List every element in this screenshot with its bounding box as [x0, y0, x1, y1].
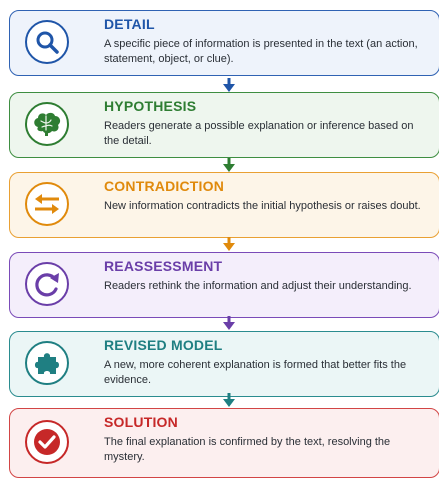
- refresh-icon: [25, 262, 69, 306]
- down-arrow-icon: [223, 158, 235, 172]
- step-description: A new, more coherent explanation is form…: [104, 359, 407, 386]
- down-arrow-icon: [223, 316, 235, 330]
- step-card-contradiction: CONTRADICTION New information contradict…: [9, 172, 439, 238]
- step-title: REVISED MODEL: [104, 337, 223, 353]
- step-card-hypothesis: HYPOTHESIS Readers generate a possible e…: [9, 92, 439, 158]
- step-card-solution: SOLUTION The final explanation is confir…: [9, 408, 439, 478]
- step-title: HYPOTHESIS: [104, 98, 197, 114]
- step-title: DETAIL: [104, 16, 155, 32]
- step-description: Readers rethink the information and adju…: [104, 280, 412, 292]
- step-title: SOLUTION: [104, 414, 178, 430]
- step-description: Readers generate a possible explanation …: [104, 120, 414, 147]
- brain-icon: [25, 102, 69, 146]
- magnifier-icon: [25, 20, 69, 64]
- step-card-revised-model: REVISED MODEL A new, more coherent expla…: [9, 331, 439, 397]
- step-title: CONTRADICTION: [104, 178, 225, 194]
- down-arrow-icon: [223, 393, 235, 407]
- step-title: REASSESSMENT: [104, 258, 223, 274]
- down-arrow-icon: [223, 237, 235, 251]
- swap-arrows-icon: [25, 182, 69, 226]
- step-description: The final explanation is confirmed by th…: [104, 436, 391, 463]
- step-description: New information contradicts the initial …: [104, 200, 421, 212]
- step-description: A specific piece of information is prese…: [104, 38, 418, 65]
- step-card-reassessment: REASSESSMENT Readers rethink the informa…: [9, 252, 439, 318]
- down-arrow-icon: [223, 78, 235, 92]
- step-card-detail: DETAIL A specific piece of information i…: [9, 10, 439, 76]
- checkmark-icon: [25, 420, 69, 464]
- puzzle-piece-icon: [25, 341, 69, 385]
